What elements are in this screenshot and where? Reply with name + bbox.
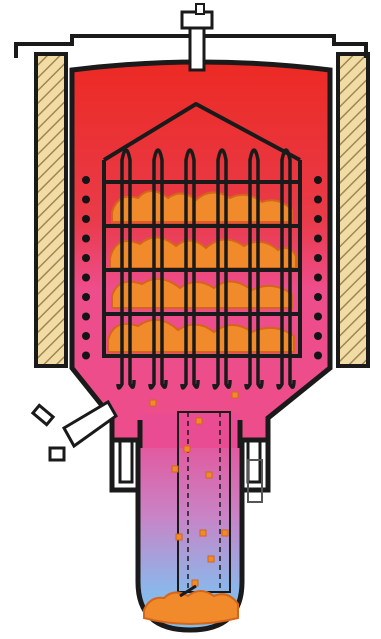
heating-element-dot [314, 196, 322, 204]
heating-element-dot [82, 332, 90, 340]
fragment [222, 530, 228, 536]
heating-element-dot [314, 176, 322, 184]
heating-element-dot [314, 215, 322, 223]
side-valve-icon [33, 402, 116, 460]
heating-element-dot [82, 274, 90, 282]
fragment [172, 466, 178, 472]
heating-element-dot [82, 254, 90, 262]
heating-element-dot [314, 352, 322, 360]
heating-element-dot [82, 293, 90, 301]
heating-element-dot [314, 332, 322, 340]
fragment [196, 418, 202, 424]
heating-element-dot [314, 313, 322, 321]
heating-element-dot [82, 235, 90, 243]
fragment [232, 392, 238, 398]
heating-element-dot [314, 254, 322, 262]
right-insulation-wall [338, 54, 368, 366]
heating-element-dot [314, 235, 322, 243]
heating-element-dot [314, 274, 322, 282]
heating-element-dot [82, 176, 90, 184]
heating-element-dot [82, 196, 90, 204]
left-insulation-wall [36, 54, 66, 366]
fragment [208, 556, 214, 562]
fragment [206, 472, 212, 478]
fragment [150, 400, 156, 406]
heating-element-dot [82, 313, 90, 321]
heating-element-dot [314, 293, 322, 301]
fragment [176, 534, 182, 540]
heating-element-dot [82, 352, 90, 360]
fragment [184, 446, 190, 452]
heating-element-dot [82, 215, 90, 223]
fragment [200, 530, 206, 536]
